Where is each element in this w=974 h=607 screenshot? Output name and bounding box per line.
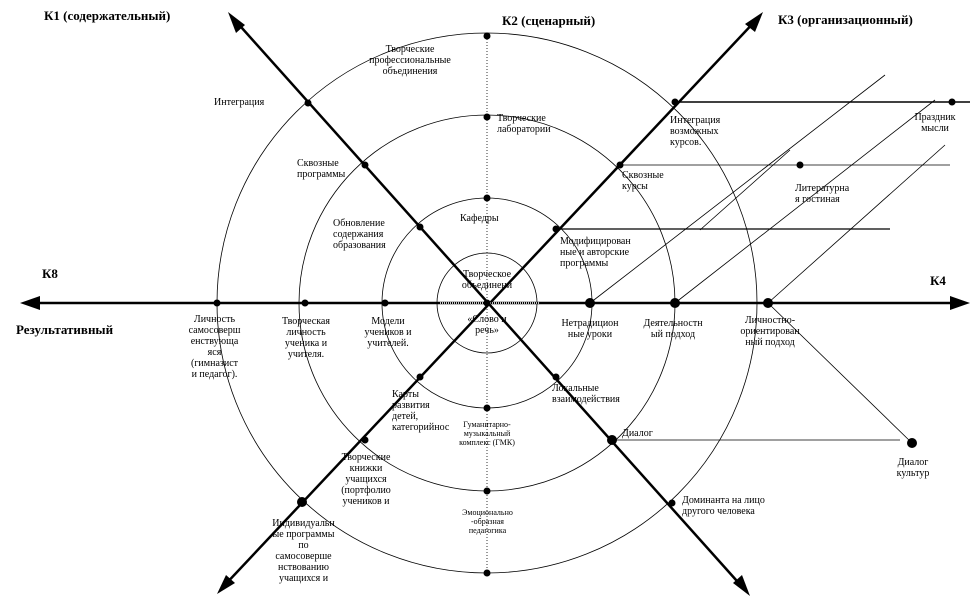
heading-k3: К3 (организационный)	[778, 12, 913, 27]
node	[668, 499, 676, 507]
label-emoc: Эмоционально -образная педагогика	[462, 508, 513, 535]
arrow-k8	[20, 296, 40, 310]
node	[381, 299, 389, 307]
heading-result: Результативный	[16, 322, 114, 337]
node	[304, 99, 312, 107]
label-tvorch-knizhki: Творческие книжки учащихся (портфолио уч…	[341, 452, 391, 507]
label-deyatelnost: Деятельностн ый подход	[643, 318, 703, 340]
label-dominanta: Доминанта на лицо другого человека	[682, 495, 765, 517]
label-lit-gostinaya: Литературна я гостиная	[795, 183, 850, 205]
label-individ: Индивидуальн ые программы по самосоверше…	[272, 518, 335, 584]
label-modeli: Модели учеников и учителей.	[364, 316, 412, 349]
node	[483, 194, 491, 202]
label-karty: Карты развития детей, категорийнос	[392, 389, 450, 433]
label-skvoznye-kursy: Сквозные курсы	[622, 170, 664, 192]
heading-k4: К4	[930, 273, 946, 288]
label-modific: Модифицирован ные и авторские программы	[560, 236, 631, 269]
slant-1	[589, 74, 886, 304]
label-gumanit: Гуманитарно- музыкальный комплекс (ГМК)	[459, 420, 515, 447]
node	[483, 487, 491, 495]
arrow-k3-bottom	[217, 575, 235, 594]
node	[552, 225, 560, 233]
label-integraciya: Интеграция	[214, 97, 265, 108]
arrow-k3	[745, 12, 763, 32]
node	[361, 436, 369, 444]
slant-3	[767, 144, 946, 304]
node	[416, 223, 424, 231]
node	[483, 404, 491, 412]
node	[948, 98, 956, 106]
label-lichnost: Личность самосоверш енствующа яся (гимна…	[188, 314, 241, 380]
label-prazdnik: Праздник мысли	[914, 112, 956, 134]
heading-k2: К2 (сценарный)	[502, 13, 596, 28]
node	[907, 438, 917, 448]
node	[361, 161, 369, 169]
slant-2	[674, 99, 936, 304]
center-bottom-label: «Слово и речь»	[467, 314, 507, 336]
node	[483, 32, 491, 40]
node	[796, 161, 804, 169]
label-tvorch-prof: Творческие профессиональные объединения	[369, 44, 451, 77]
node	[670, 298, 680, 308]
label-lokalnye: Локальные взаимодействия	[552, 383, 620, 405]
node	[483, 299, 491, 307]
label-tvorch-lab: Творческие лаборатории	[497, 113, 551, 135]
label-integr-kursov: Интеграция возможных курсов.	[670, 115, 721, 148]
arrow-k1-bottom	[733, 575, 750, 596]
node	[213, 299, 221, 307]
arrow-k4	[950, 296, 970, 310]
slant-dialog-kultur	[767, 302, 913, 444]
node	[552, 373, 560, 381]
node	[483, 569, 491, 577]
node	[483, 113, 491, 121]
node	[416, 373, 424, 381]
node	[616, 161, 624, 169]
label-tvorch-lichn: Творческая личность ученика и учителя.	[282, 316, 330, 360]
slant-4	[699, 149, 791, 231]
label-netradic: Нетрадицион ные уроки	[561, 318, 619, 340]
label-dialog-kultur: Диалог культур	[896, 457, 930, 479]
node	[607, 435, 617, 445]
center-top-label: Творческое объединени	[461, 269, 513, 291]
node	[301, 299, 309, 307]
label-dialog: Диалог	[622, 428, 653, 439]
label-lichn-orient: Личностно- ориентирован ный подход	[740, 315, 800, 348]
node	[585, 298, 595, 308]
label-obnovlenie: Обновление содержания образования	[333, 218, 386, 251]
label-skvoznye-progr: Сквозные программы	[297, 158, 346, 180]
heading-k1: К1 (содержательный)	[44, 8, 171, 23]
arrow-k1	[228, 12, 245, 33]
node	[297, 497, 307, 507]
node	[763, 298, 773, 308]
label-kafedry: Кафедры	[460, 213, 499, 224]
node	[671, 98, 679, 106]
heading-k8: К8	[42, 266, 58, 281]
